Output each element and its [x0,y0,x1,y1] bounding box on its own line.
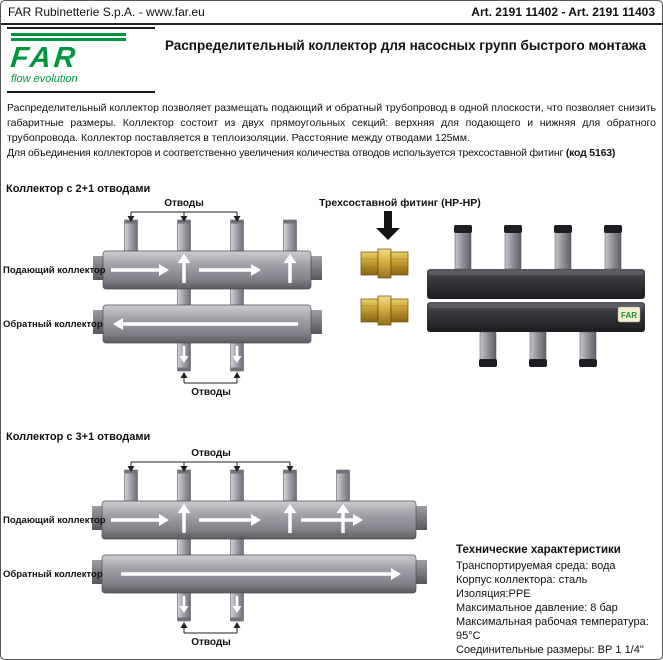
photo-top-caps [454,225,622,233]
brass-fitting-1 [360,248,409,279]
page-title: Распределительный коллектор для насосных… [164,38,647,53]
spec-item-temperature: Максимальная рабочая температура: 95°C [456,616,649,642]
brass-fitting-2 [360,295,409,326]
down-arrow-icon [376,211,400,240]
pipe-caps-top [124,220,297,224]
photo-body [427,269,645,332]
outlets-bottom-bracket [180,372,241,378]
fitting-label: Трехсоставной фитинг (НР-НР) [319,197,481,209]
article-numbers: Art. 2191 11402 - Art. 2191 11403 [471,5,655,19]
logo-stripe-decoration [11,38,126,41]
return-flow-arrows [121,568,401,580]
spec-item-medium: Транспортируемая среда: вода [456,560,616,572]
intro-paragraph-2: Для объединения коллекторов и соответств… [7,146,656,161]
specs-title: Технические характеристики [456,544,621,556]
intro-paragraph-2-code: (код 5163) [565,147,616,159]
outlets-bottom-bracket [180,622,241,628]
diagram-2plus1-title: Коллектор с 2+1 отводами [6,183,151,195]
supply-flow-arrows [111,254,297,283]
diagram-3plus1-title: Коллектор с 3+1 отводами [6,431,151,443]
return-collector-label: Обратный коллектор [3,319,103,330]
photo-top-pipes [454,228,622,270]
tech-specs: Технические характеристики Транспортируе… [456,543,661,659]
manifold-3plus1-diagram: Отводы Отводы Подающий коллектор Обратны… [3,448,427,648]
photo-bottom-pipes [479,331,597,363]
return-flow-arrows [113,318,298,330]
photo-brand-label: FAR [621,311,637,320]
intro-paragraph-1: Распределительный коллектор позволяет ра… [7,102,656,144]
outlet-pipes-top [124,469,350,502]
photo-brand-sticker [617,306,641,323]
pipe-caps-bottom [177,367,244,371]
outlets-top-bracket [130,211,238,216]
outlet-pipes-top [124,219,297,252]
outlet-flow-arrows-bottom [179,346,242,363]
outlets-bottom-label: Отводы [191,387,231,398]
supply-collector-label: Подающий коллектор [3,265,106,276]
return-collector-label: Обратный коллектор [3,569,103,580]
intro-text-block: Распределительный коллектор позволяет ра… [1,93,662,165]
figures-area: Коллектор с 2+1 отводами [1,165,662,659]
page-header: FAR Rubinetterie S.p.A. - www.far.eu Art… [1,1,662,25]
spec-item-outlets: Отводы: НР 1" [456,657,661,659]
outlets-top-label: Отводы [164,198,204,209]
far-logo: FAR flow evolution [7,27,155,93]
supply-flow-arrows [111,504,363,533]
logo-stripe-decoration [11,33,126,36]
outlets-bottom-label: Отводы [191,637,231,648]
photo-bottom-caps [479,359,597,367]
outlet-flow-arrows-bottom [179,596,242,613]
company-website-text: FAR Rubinetterie S.p.A. - www.far.eu [8,5,205,19]
supply-collector-label: Подающий коллектор [3,515,106,526]
spec-item-insulation: Изоляция:PPE [456,588,531,600]
intro-paragraph-2-text: Для объединения коллекторов и соответств… [7,147,566,159]
fitting-graphic [360,211,409,326]
manifold-2plus1-diagram: Отводы Отводы Подающий коллектор Обратны… [3,198,322,398]
far-logo-tagline: flow evolution [11,73,78,85]
spec-item-pressure: Максимальное давление: 8 бар [456,602,618,614]
product-photo: FAR [427,225,645,367]
outlets-top-label: Отводы [191,448,231,459]
far-logo-text: FAR [9,42,80,74]
logo-title-row: FAR flow evolution Распределительный кол… [1,25,662,93]
outlets-top-bracket [130,461,291,466]
spec-item-body: Корпус коллектора: сталь [456,574,588,586]
spec-item-connections: Соединительные размеры: ВР 1 1/4" [456,644,644,656]
